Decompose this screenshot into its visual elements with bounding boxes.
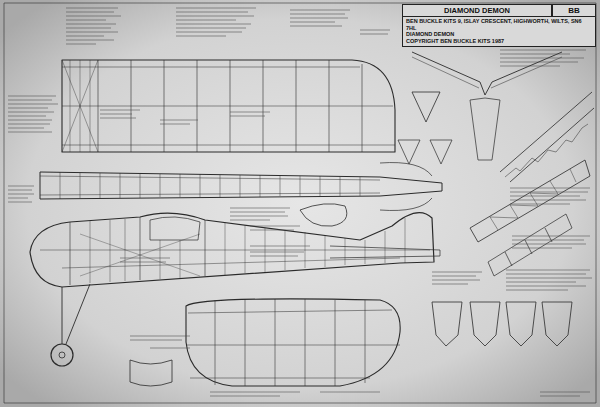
- wing-section: [300, 204, 347, 226]
- fuselage-top-view: [40, 163, 442, 211]
- wheel: [51, 344, 73, 366]
- plan-text: BEN BUCKLE KITS 9, ISLAY CRESCENT, HIGHW…: [406, 18, 592, 31]
- plan-text: DIAMOND DEMON: [406, 31, 592, 38]
- maker-block: BEN BUCKLE KITS 9, ISLAY CRESCENT, HIGHW…: [402, 16, 596, 47]
- fuselage-truss-sketch: [470, 92, 594, 276]
- wing-plan: [62, 60, 395, 152]
- tail-piece: [130, 360, 172, 386]
- plan-text: BB: [556, 6, 592, 16]
- fuselage-side-view: [30, 213, 440, 366]
- fine-print-notes: [8, 8, 592, 396]
- dihedral-view: [412, 52, 562, 160]
- plan-text: DIAMOND DEMON: [406, 6, 548, 15]
- plan-text: COPYRIGHT BEN BUCKLE KITS 1987: [406, 38, 592, 45]
- sheet-border: [4, 3, 596, 403]
- wing-half-plan: [186, 299, 400, 386]
